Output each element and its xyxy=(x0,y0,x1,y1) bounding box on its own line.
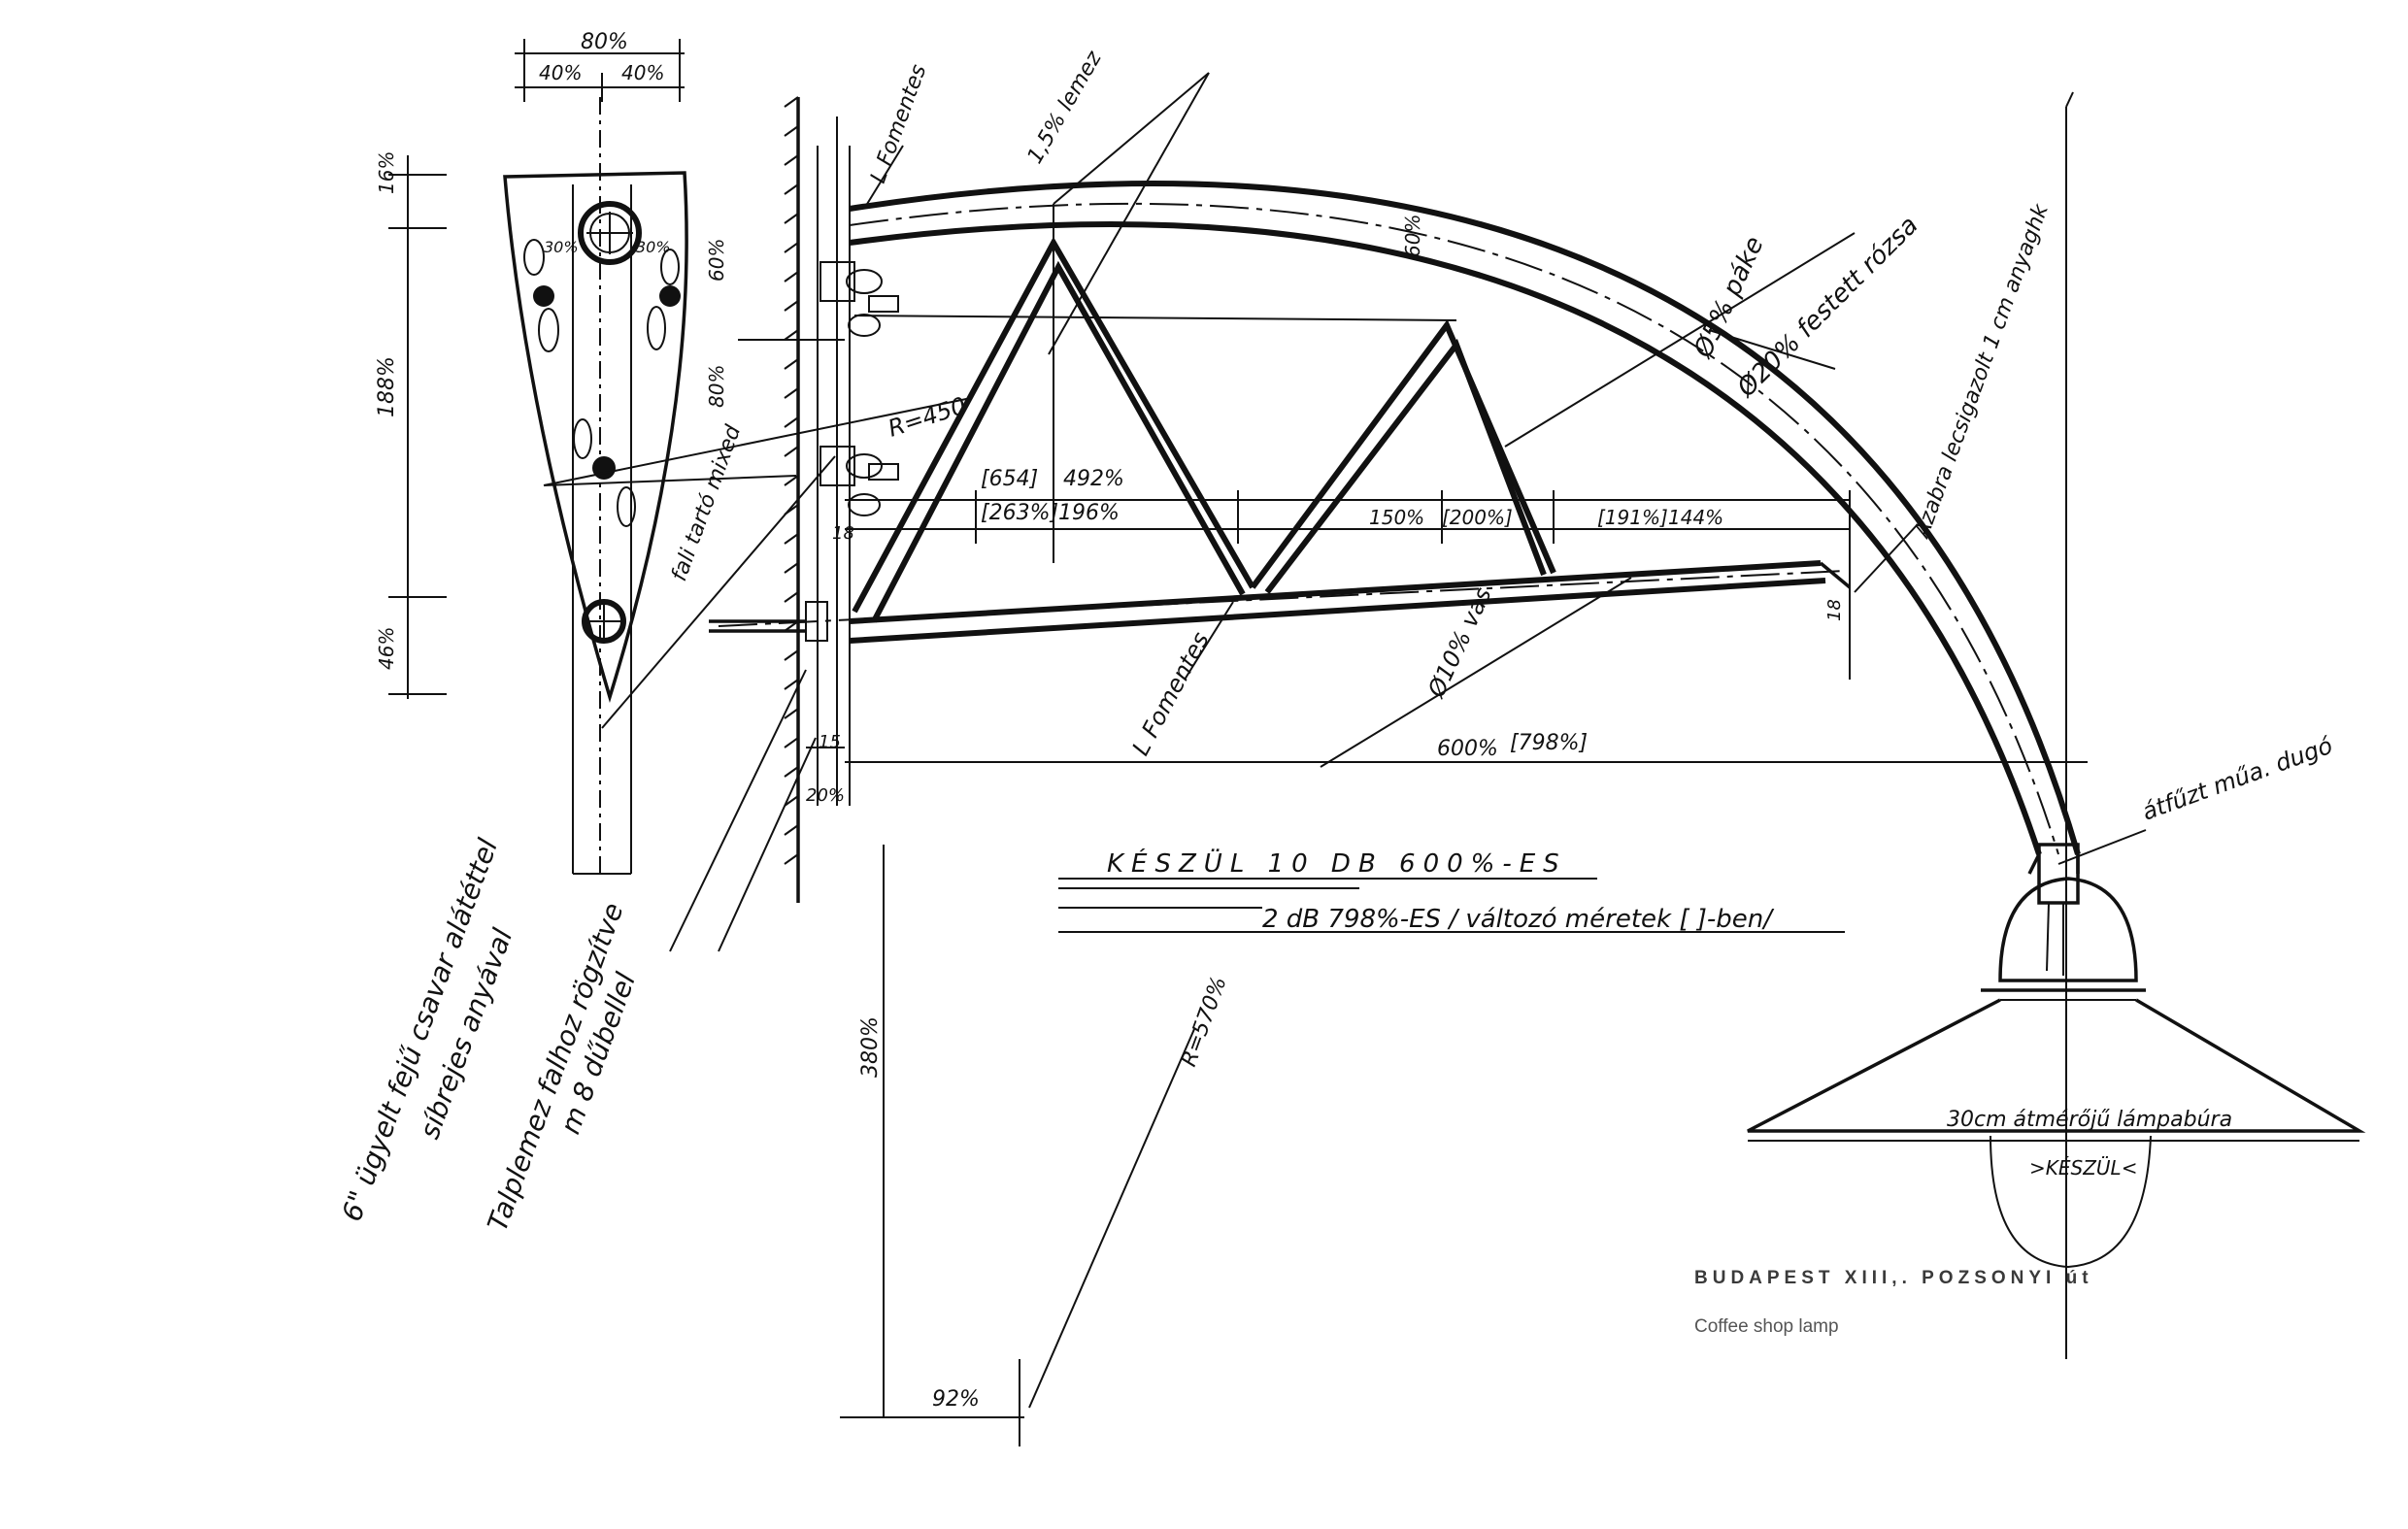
caption-subtitle: Coffee shop lamp xyxy=(1694,1316,1839,1337)
base-plate-front-view xyxy=(388,39,688,875)
label-380: 380% xyxy=(858,1016,883,1078)
label-width-left: 40% xyxy=(539,61,582,84)
truss xyxy=(718,204,1852,644)
label-hole-right: 30% xyxy=(636,238,671,256)
note-keszul-2: 2 dB 798%-ES / változó méretek [ ]-ben/ xyxy=(1262,905,1775,934)
label-bottom-offset: 46% xyxy=(375,627,398,670)
label-radius-small: R=450 xyxy=(885,392,969,443)
label-654: [654] xyxy=(981,467,1038,491)
label-plate-height: 188% xyxy=(375,356,399,417)
label-radius-large: R=570% xyxy=(1177,974,1232,1070)
dimension-lines xyxy=(543,72,2147,1446)
note-lines xyxy=(1058,878,1845,933)
label-15: 15 xyxy=(819,732,841,752)
label-20: 20% xyxy=(806,785,845,806)
label-492: 492% xyxy=(1063,467,1124,491)
label-festett-rozsa: Ø20% festett rózsa xyxy=(1731,211,1924,404)
label-plug: átfűzt műa. dugó xyxy=(2138,732,2335,826)
label-dim-60: 60% xyxy=(705,239,728,282)
label-18-left: 18 xyxy=(832,523,854,544)
label-263: [263%] xyxy=(981,501,1058,525)
label-fomentes-mid: L Fomentes xyxy=(1127,627,1215,759)
label-150: 150% xyxy=(1369,506,1424,529)
label-144: 144% xyxy=(1668,506,1723,529)
label-dim-60-right: 60% xyxy=(1401,215,1424,257)
label-lemez: 1,5% lemez xyxy=(1023,47,1107,168)
handwritten-labels: 80% 40% 40% 16% 188% 46% 30% 30% L Fomen… xyxy=(336,30,2336,1412)
label-fomentes-top: L Fomentes xyxy=(866,61,931,186)
label-width-right: 40% xyxy=(621,61,664,84)
label-200: [200%] xyxy=(1442,506,1513,529)
label-18-right: 18 xyxy=(1824,599,1845,621)
label-full-length: 600% xyxy=(1437,737,1498,761)
label-pake: Ø5% páke xyxy=(1689,232,1770,363)
label-191: [191%] xyxy=(1597,506,1668,529)
label-full-length-alt: [798%] xyxy=(1510,731,1588,755)
label-shade-note: 30cm átmérőjű lámpabúra xyxy=(1947,1108,2232,1132)
label-arm-note: Azabra lecsigazolt 1 cm anyaghk xyxy=(1909,200,2054,543)
caption-title: BUDAPEST XIII,. POZSONYI út xyxy=(1694,1268,2093,1288)
label-top-offset: 16% xyxy=(375,151,398,194)
arch-bow xyxy=(849,181,2081,875)
label-hole-left: 30% xyxy=(544,238,579,256)
label-196: 196% xyxy=(1058,501,1120,525)
label-dim-80: 80% xyxy=(705,365,728,408)
label-shade-keszul: >KÉSZÜL< xyxy=(2029,1156,2137,1180)
label-92: 92% xyxy=(932,1387,980,1412)
label-holder-note: fali tartó mixed xyxy=(667,421,747,584)
note-keszul-1: KÉSZÜL 10 DB 600%-ES xyxy=(1107,848,1567,879)
label-width-total: 80% xyxy=(581,30,628,54)
lamp-shade xyxy=(1747,843,2366,1269)
